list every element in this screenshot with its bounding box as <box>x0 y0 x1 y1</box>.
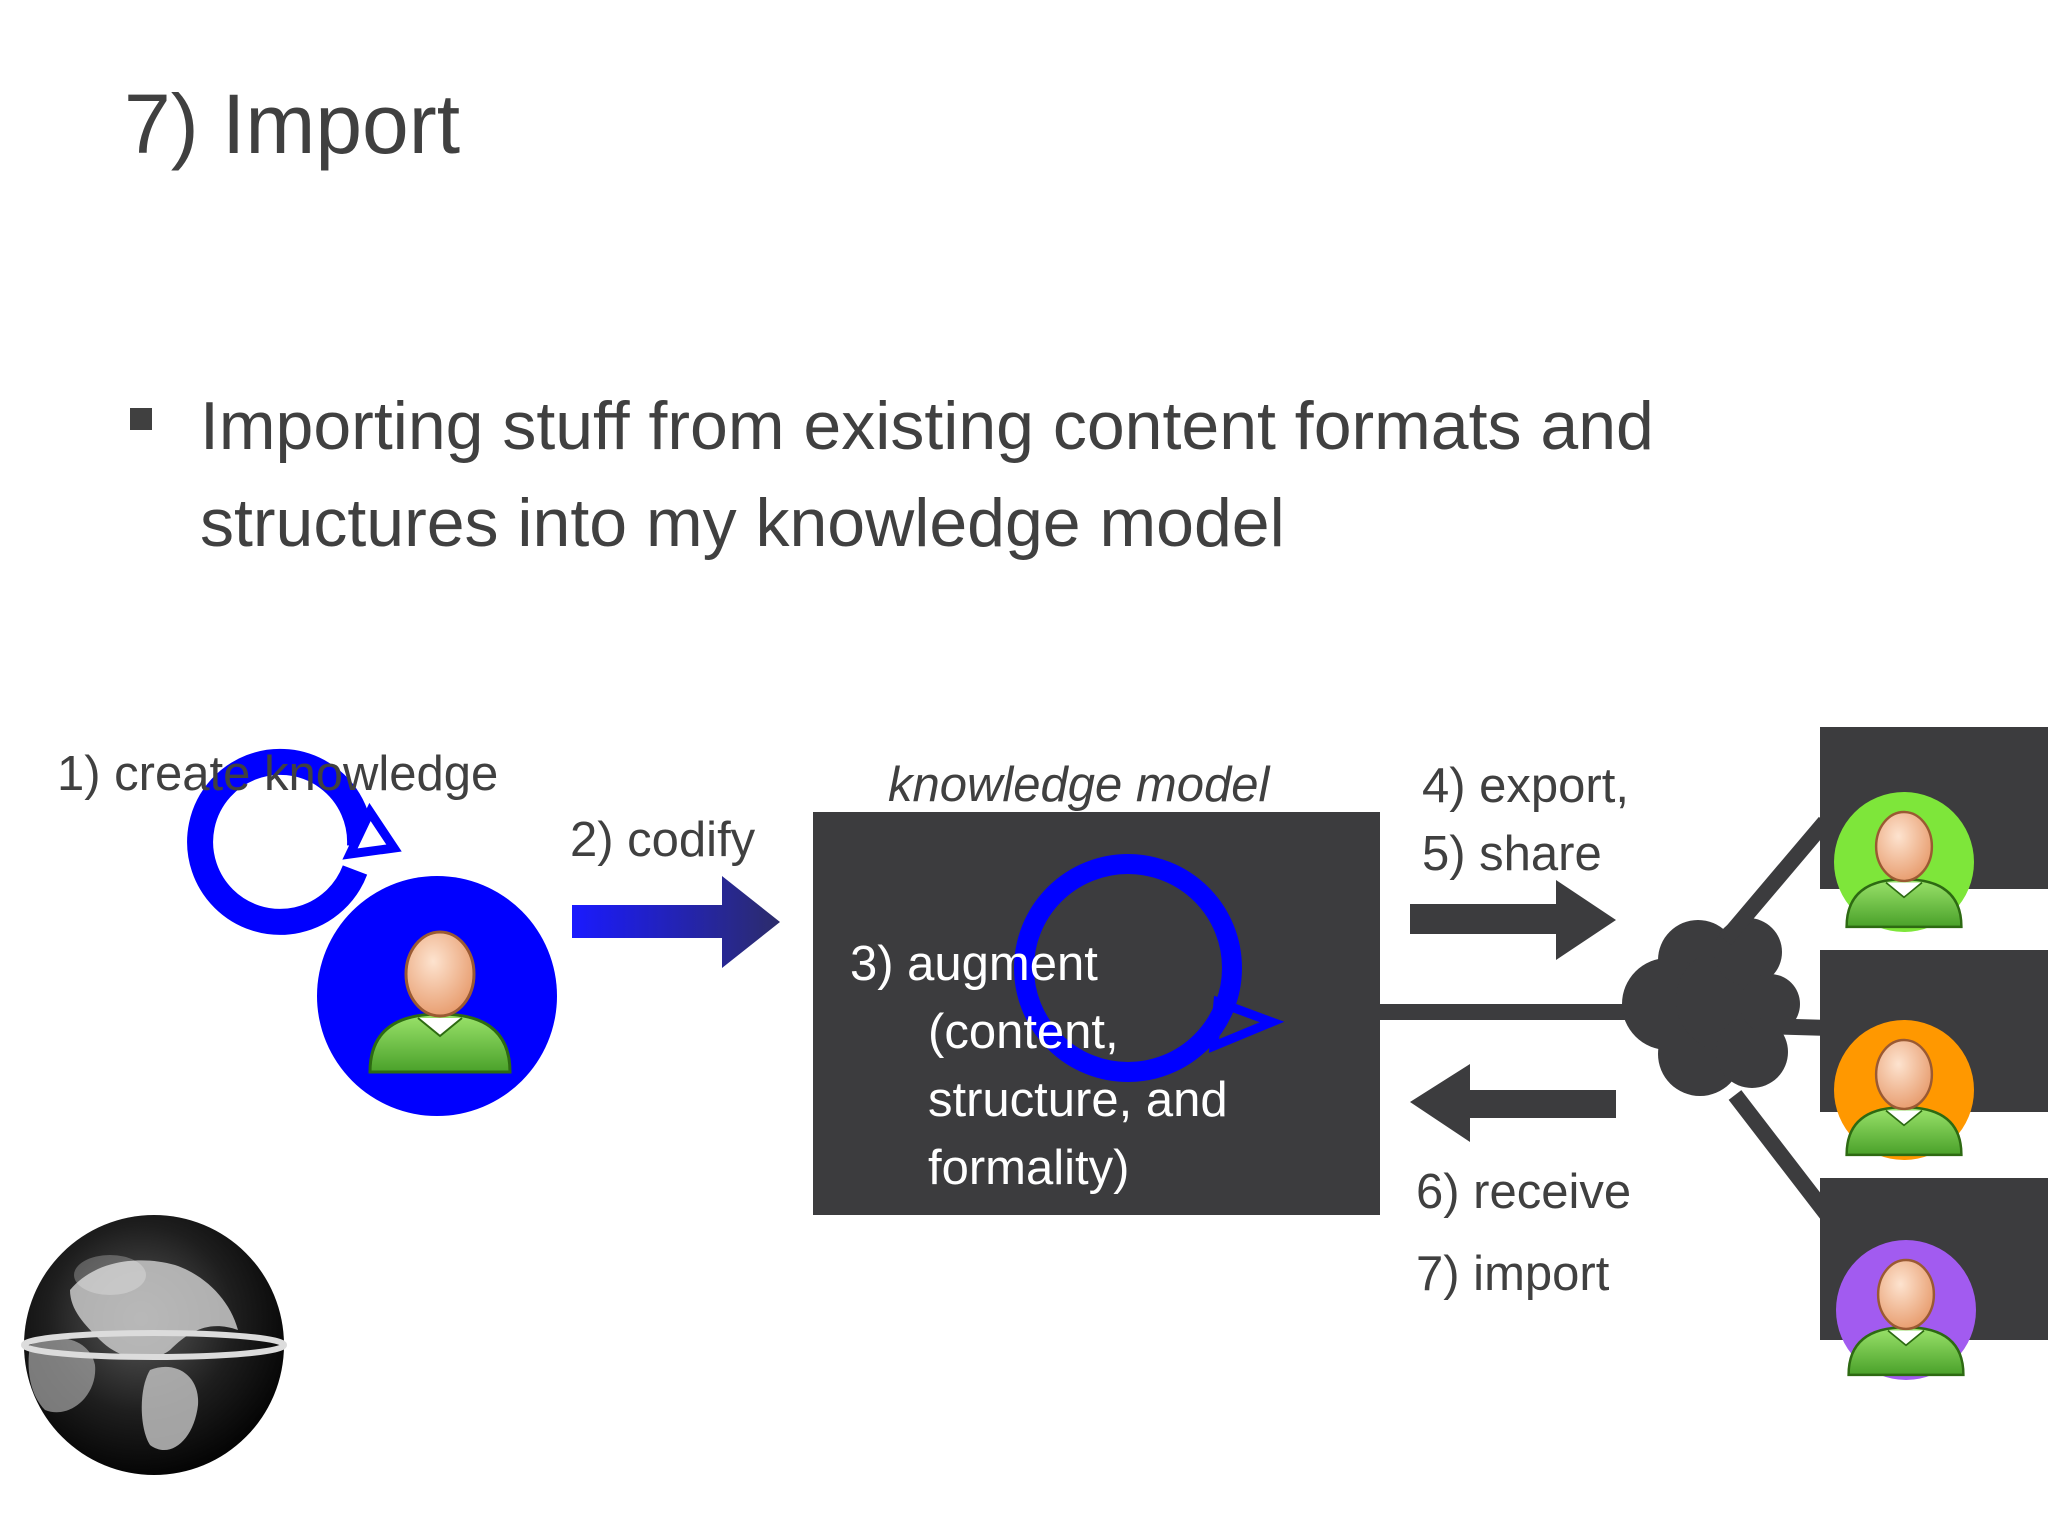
cycle-arrow-icon <box>187 748 374 935</box>
label-augment-structure: structure, and <box>928 1073 1228 1127</box>
create-knowledge-group <box>187 748 557 1116</box>
label-export: 4) export, <box>1422 759 1629 813</box>
export-arrow-icon <box>1410 880 1616 960</box>
globe-icon <box>21 1215 287 1475</box>
bullet-text: Importing stuff from existing content fo… <box>200 388 1654 561</box>
label-receive: 6) receive <box>1416 1165 1632 1219</box>
slide-title: 7) Import <box>124 77 461 171</box>
cloud-icon <box>1622 918 1800 1096</box>
label-augment-content: (content, <box>928 1005 1119 1059</box>
label-create-knowledge: 1) create knowledge <box>57 747 499 801</box>
receive-arrow-icon <box>1410 1064 1616 1142</box>
label-knowledge-model: knowledge model <box>888 758 1270 812</box>
label-codify: 2) codify <box>570 813 756 867</box>
bullet-square-icon <box>130 408 152 430</box>
label-share: 5) share <box>1422 827 1602 881</box>
cycle-arrowhead <box>342 802 402 860</box>
codify-arrow-icon <box>572 876 780 968</box>
label-augment-formality: formality) <box>928 1141 1130 1195</box>
augment-arrowhead <box>1208 995 1285 1054</box>
augment-cycle-icon <box>1014 854 1242 1082</box>
label-import: 7) import <box>1416 1247 1610 1301</box>
label-augment: 3) augment <box>850 937 1098 991</box>
